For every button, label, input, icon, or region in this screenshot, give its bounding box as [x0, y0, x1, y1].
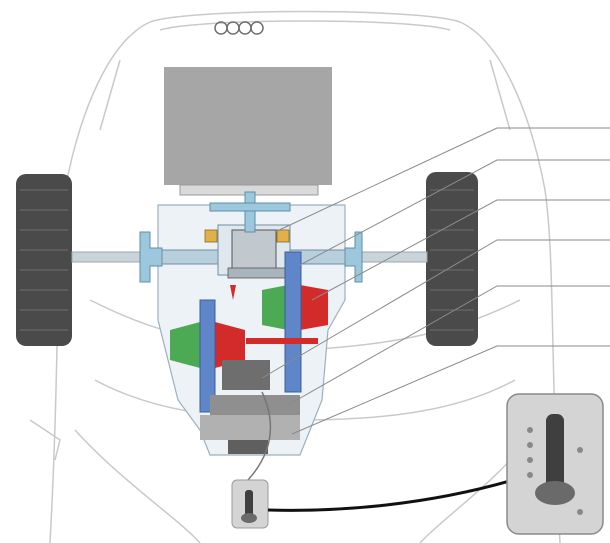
callout-line-4	[261, 239, 610, 379]
lever-position-marker-4	[527, 472, 533, 478]
callout-line-2	[299, 159, 610, 266]
upper-shaft	[244, 191, 256, 233]
transmission-mount	[228, 440, 268, 454]
gear-bearing-right	[276, 229, 290, 243]
right-wheel	[426, 172, 478, 346]
callout-line-1	[274, 127, 610, 233]
valve-body	[210, 395, 300, 415]
red-sensor-marker	[230, 285, 236, 300]
lever-position-marker-3	[527, 457, 533, 463]
small-selector-lever	[231, 479, 269, 529]
hydraulic-control-unit	[222, 360, 270, 390]
lever-position-marker-2	[527, 442, 533, 448]
callout-line-6	[291, 345, 610, 435]
selector-cable	[247, 391, 272, 481]
lever-position-marker-1	[527, 427, 533, 433]
selector-zoom-link	[267, 476, 521, 512]
callout-line-5	[287, 285, 610, 406]
right-cv-joint	[344, 231, 363, 283]
callout-line-3	[311, 199, 610, 301]
large-selector-lever	[506, 393, 604, 535]
drive-gear	[231, 229, 277, 271]
lever-position-marker-6	[577, 509, 583, 515]
lever-position-marker-5	[577, 447, 583, 453]
push-belt	[246, 338, 318, 344]
grille-logo	[214, 21, 264, 35]
callout-leaders	[261, 127, 610, 435]
gear-bearing-left	[204, 229, 218, 243]
left-cv-joint	[139, 231, 163, 283]
upper-crossbar	[209, 202, 291, 212]
left-wheel	[16, 174, 72, 346]
primary-pulley	[170, 299, 245, 413]
oil-pan	[200, 415, 300, 440]
engine-block	[164, 67, 332, 185]
